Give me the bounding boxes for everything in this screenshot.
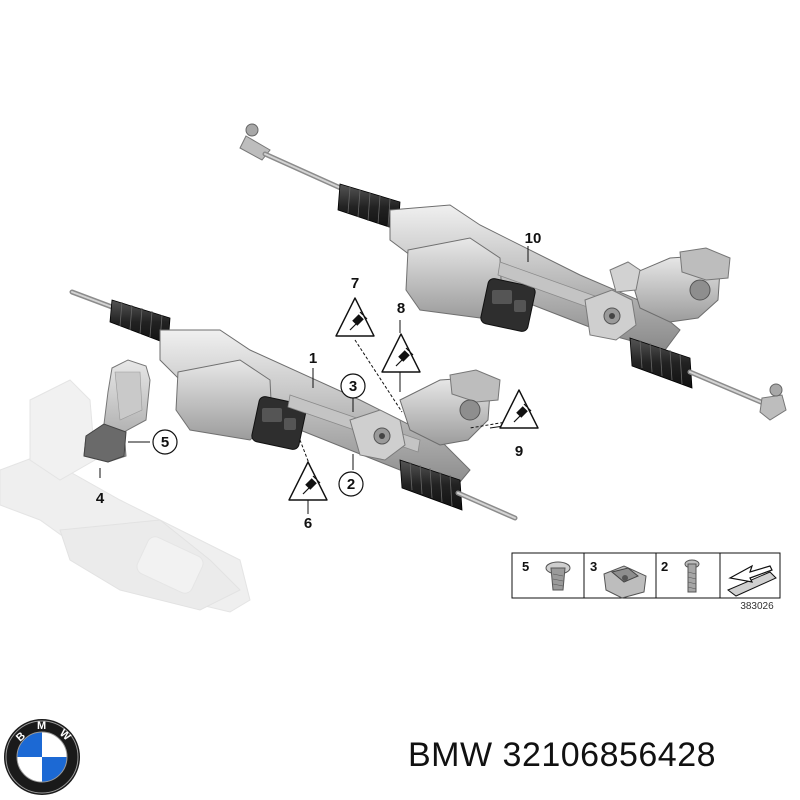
leader-lines (99, 246, 529, 514)
heat-shield-part-4 (83, 359, 151, 463)
callout-2: 2 (338, 471, 364, 497)
hardware-legend: 5 3 2 (511, 552, 781, 599)
legend-label-5: 5 (522, 559, 529, 574)
legend-label-3: 3 (590, 559, 597, 574)
plug-icon (302, 475, 321, 495)
warning-triangle-6 (288, 461, 328, 501)
ghost-steering-gear (0, 379, 251, 613)
warning-triangle-8 (381, 333, 421, 373)
callout-label-7: 7 (351, 275, 359, 292)
legend-label-2: 2 (661, 559, 668, 574)
plug-icon (349, 311, 368, 331)
callout-label-8: 8 (397, 300, 405, 317)
callout-label-1: 1 (309, 350, 317, 367)
warning-triangle-7 (335, 297, 375, 337)
callout-label-9: 9 (515, 443, 523, 460)
callout-label-4: 4 (96, 490, 105, 507)
callout-5: 5 (152, 429, 178, 455)
warning-triangle-9 (499, 389, 539, 429)
callout-label-2: 2 (347, 476, 355, 493)
clip-nut-icon (603, 565, 647, 599)
plug-icon (395, 347, 414, 367)
steering-gear-part-1 (69, 289, 518, 521)
callout-label-5: 5 (161, 434, 169, 451)
bolt-icon (684, 559, 700, 593)
steering-gear-part-10 (239, 123, 787, 421)
callout-label-10: 10 (525, 230, 542, 247)
screw-icon (545, 561, 571, 591)
plug-icon (513, 403, 532, 423)
callout-label-6: 6 (304, 515, 312, 532)
bmw-logo: B M W (4, 719, 80, 795)
logo-letter-m: M (37, 720, 46, 732)
brand-part-number: BMW 32106856428 (408, 736, 717, 774)
direction-arrow-icon (727, 564, 777, 597)
callout-label-3: 3 (349, 378, 357, 395)
callout-3: 3 (340, 373, 366, 399)
diagram-number: 383026 (740, 601, 774, 612)
